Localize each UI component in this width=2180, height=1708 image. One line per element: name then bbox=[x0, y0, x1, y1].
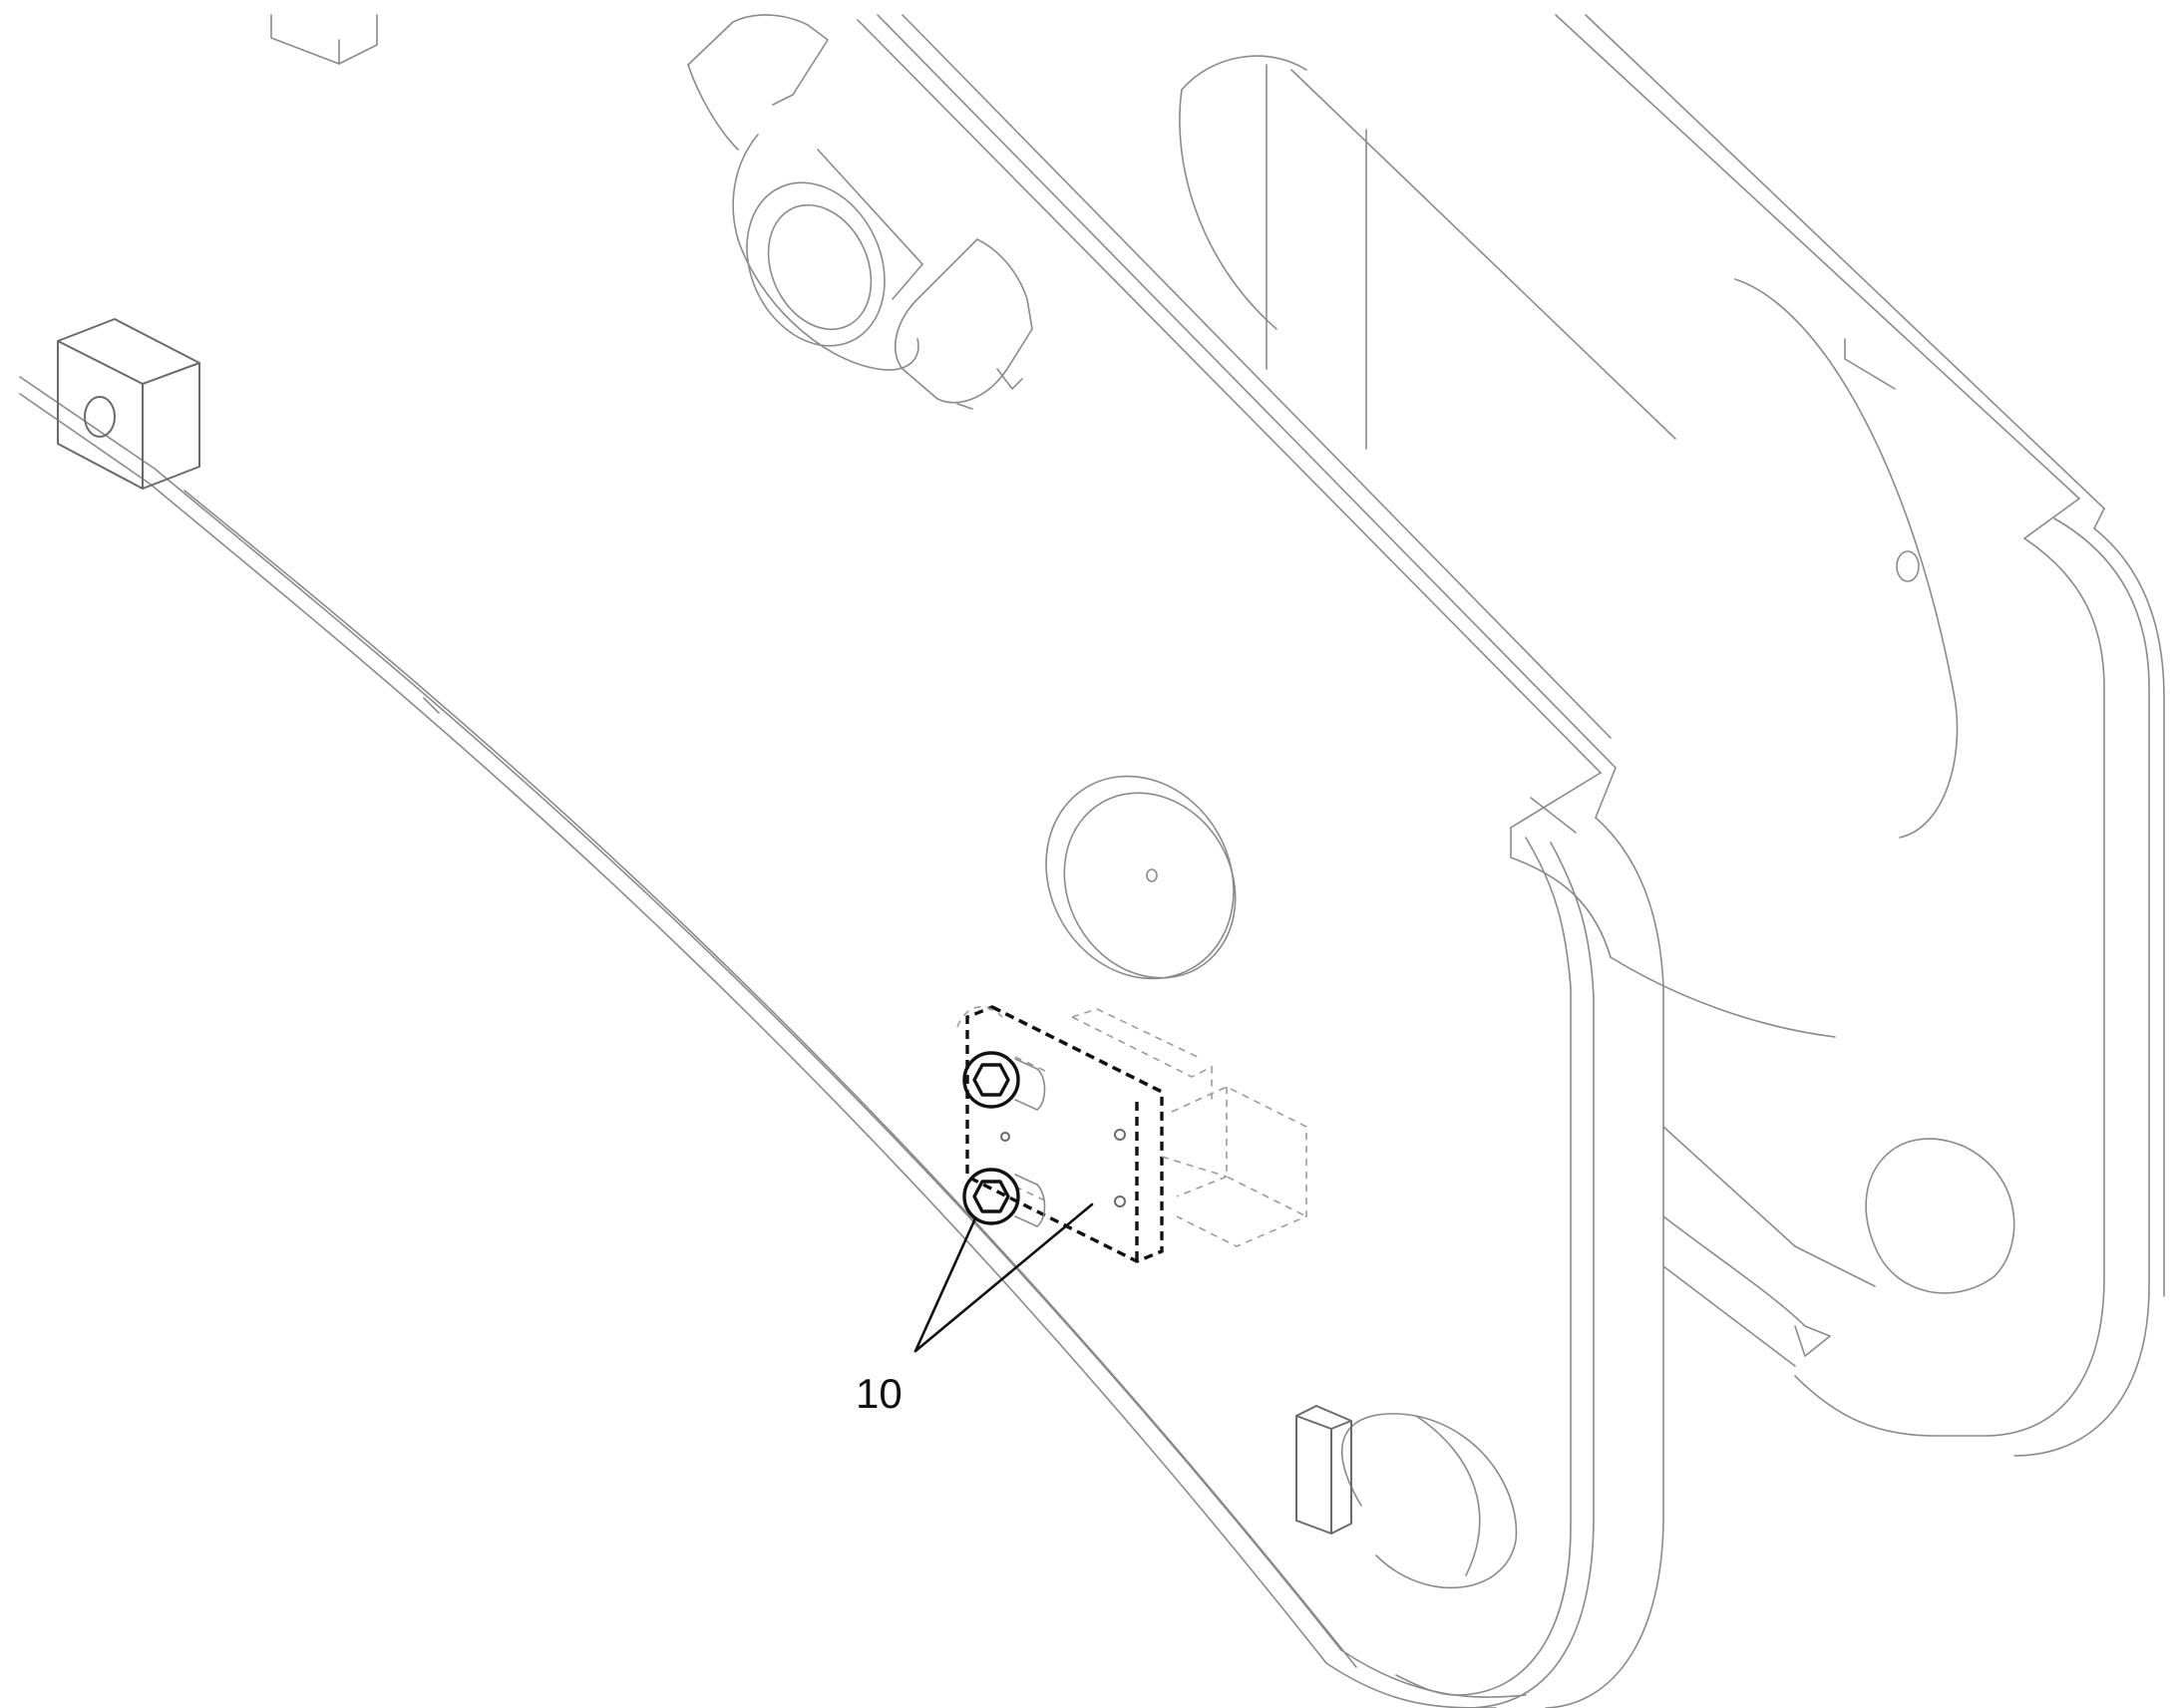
proximity-switch bbox=[956, 1005, 1307, 1247]
callout-label-10: 10 bbox=[856, 1370, 903, 1417]
key-block bbox=[1295, 1405, 1352, 1535]
side-plate-edges bbox=[857, 14, 1617, 958]
round-boss bbox=[1045, 775, 1237, 980]
hex-bolt-lower bbox=[962, 1168, 1046, 1227]
rear-plate bbox=[1179, 14, 2105, 1038]
hex-bolt-upper bbox=[962, 1051, 1046, 1111]
left-square-lug bbox=[57, 318, 200, 490]
cylinder-bracket bbox=[687, 14, 1033, 410]
lower-pivot-hole bbox=[1340, 1413, 1518, 1589]
top-edge-block bbox=[270, 14, 378, 65]
sensor-bracket-plate bbox=[965, 1005, 1164, 1263]
main-plate-rounded-end bbox=[1395, 817, 1664, 1708]
main-arm-plate bbox=[19, 376, 1527, 1708]
rear-lug-end bbox=[1794, 517, 2165, 1457]
lower-web bbox=[1662, 1126, 1876, 1367]
callout-leader-lines bbox=[913, 1202, 1094, 1353]
